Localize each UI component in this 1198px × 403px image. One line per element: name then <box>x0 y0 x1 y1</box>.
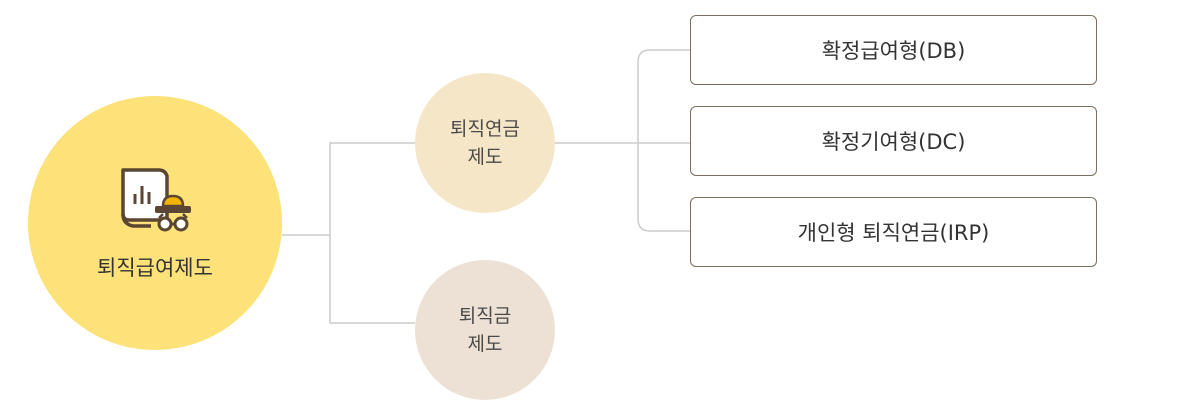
defined-contribution-box: 확정기여형(DC) <box>690 106 1097 176</box>
severance-label-line-1: 퇴직금 <box>458 305 512 327</box>
pension-label-line-2: 제도 <box>467 146 503 168</box>
severance-system-node: 퇴직금 제도 <box>415 260 555 400</box>
document-chart-incognito-icon <box>121 168 191 232</box>
individual-retirement-pension-label: 개인형 퇴직연금(IRP) <box>797 221 990 245</box>
defined-benefit-box: 확정급여형(DB) <box>690 15 1097 85</box>
individual-retirement-pension-box: 개인형 퇴직연금(IRP) <box>690 197 1097 267</box>
defined-benefit-label: 확정급여형(DB) <box>821 39 966 63</box>
root-label: 퇴직급여제도 <box>97 256 213 280</box>
defined-contribution-label: 확정기여형(DC) <box>821 130 966 154</box>
pension-system-node: 퇴직연금 제도 <box>415 73 555 213</box>
pension-label-line-1: 퇴직연금 <box>450 118 520 140</box>
severance-label-line-2: 제도 <box>467 333 503 355</box>
root-node: 퇴직급여제도 <box>28 96 282 350</box>
